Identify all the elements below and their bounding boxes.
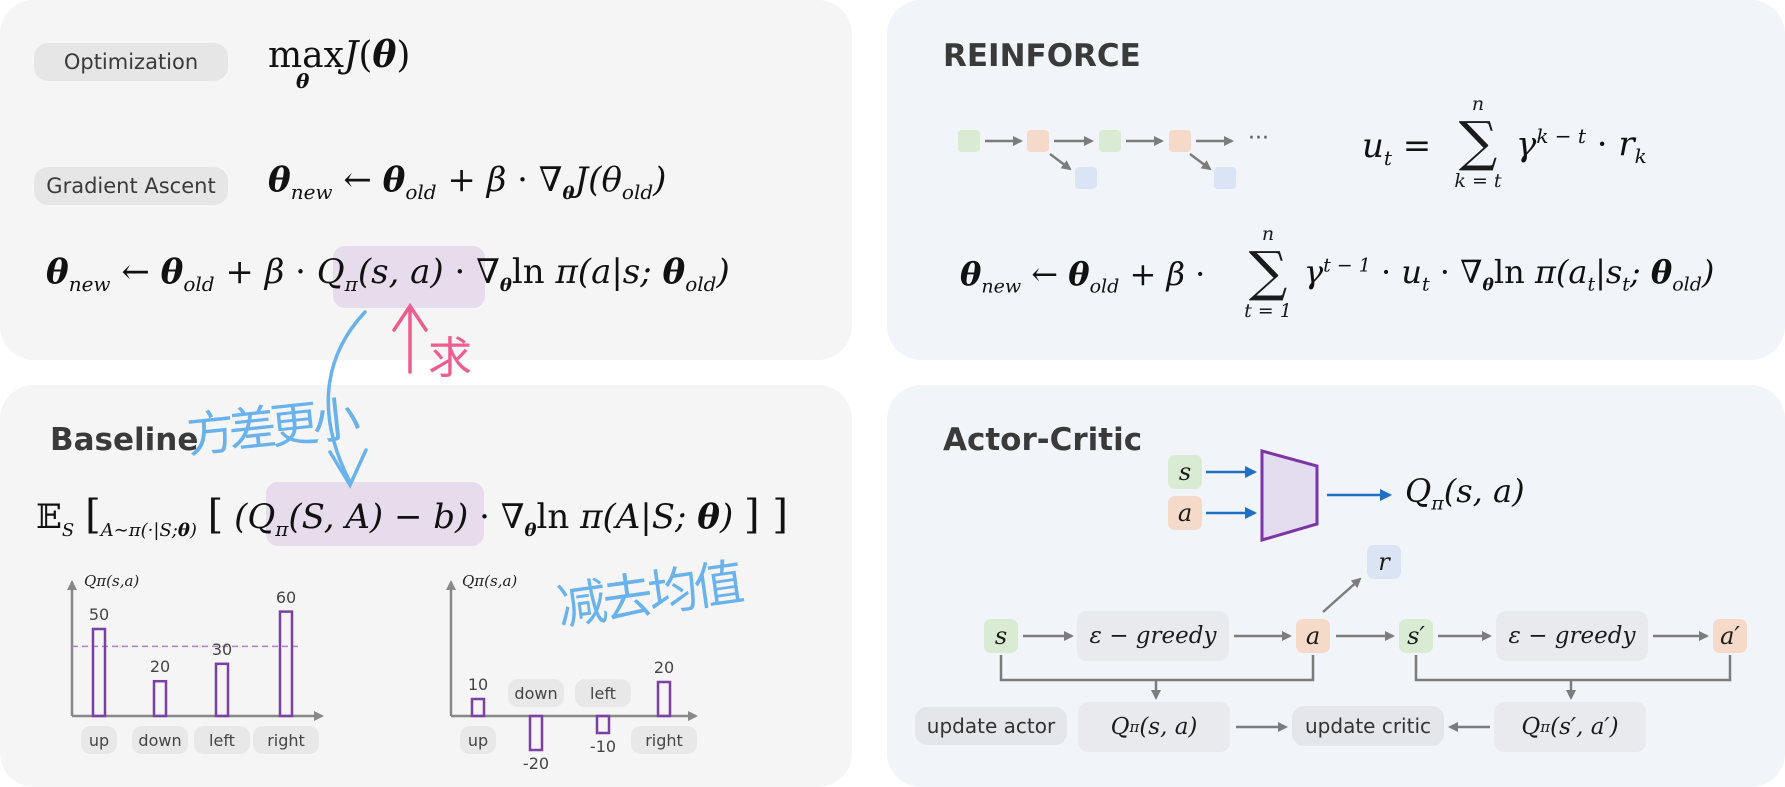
chart-right-tick-right: right (631, 726, 697, 754)
gradient-ascent-formula: θnew ← θold + β · ∇θJ(θold) (268, 160, 667, 204)
chart-right-bar-up (470, 697, 486, 718)
row-state: s (984, 619, 1018, 653)
chart-left-tick-up: up (81, 726, 117, 754)
chain-reward-2 (1214, 167, 1236, 189)
chart-left-bar-right (278, 610, 294, 718)
blue-curve-arrowhead (328, 448, 368, 489)
row-egreedy-1: ε − greedy (1077, 611, 1229, 661)
chart-left-value-up: 50 (88, 605, 110, 624)
gradient-ascent-label: Gradient Ascent (34, 167, 228, 205)
blue-curve-arrow (326, 310, 367, 484)
chain-action-2 (1169, 130, 1191, 152)
chart-right-tick-down: down (508, 679, 564, 707)
nn-input-a: a (1168, 496, 1202, 530)
return-term: γk − t · rk (1516, 124, 1647, 169)
actor-critic-arrows (999, 577, 1732, 732)
reinforce-panel (887, 0, 1785, 360)
actor-critic-title: Actor-Critic (943, 422, 1143, 458)
nn-network-shape (1260, 449, 1319, 542)
update-critic-label: update critic (1292, 706, 1444, 746)
chart-left (67, 580, 324, 721)
chart-left-tick-down: down (132, 726, 188, 754)
chart-right-ylabel: Qπ(s,a) (462, 572, 518, 590)
policy-update-formula: θnew ← θold + β · Qπ(s, a) · ∇θln π(a|s;… (46, 252, 730, 296)
reward-node: r (1367, 545, 1401, 579)
chart-left-ylabel: Qπ(s,a) (84, 572, 140, 590)
chart-left-value-right: 60 (275, 587, 297, 607)
chart-right-value-up: 10 (467, 675, 489, 694)
chart-right-value-left: -10 (589, 737, 617, 756)
optimization-label: Optimization (34, 43, 228, 81)
update-actor-label: update actor (915, 707, 1067, 745)
baseline-highlight (266, 482, 484, 546)
row-next-state: s′ (1399, 619, 1433, 653)
chain-action-1 (1027, 130, 1049, 152)
chart-left-tick-left: left (194, 726, 250, 754)
row-next-action: a′ (1713, 619, 1747, 653)
return-formula: ut = (1362, 126, 1432, 170)
reinforce-title: REINFORCE (943, 38, 1141, 74)
chain-reward-1 (1075, 167, 1097, 189)
chart-left-bar-down (152, 679, 168, 718)
pink-up-arrow (392, 302, 428, 374)
baseline-panel (0, 385, 852, 787)
row-action: a (1296, 619, 1330, 653)
chart-left-bar-up (91, 627, 107, 718)
chart-right-bar-down (528, 714, 544, 752)
nn-output: Qπ(s, a) (1405, 472, 1525, 515)
chart-right (446, 580, 698, 752)
reinforce-update-suffix: γt − 1 · ut · ∇θln π(at|st; θold) (1304, 253, 1715, 296)
chain-arrows (985, 136, 1234, 171)
seek-annotation: 求 (428, 333, 472, 384)
reinforce-update-prefix: θnew ← θold + β · (960, 255, 1206, 298)
baseline-formula: 𝔼S [A∼π(·|S;θ) [ (Qπ(S, A) − b) · ∇θln π… (36, 492, 788, 541)
return-sum: n ∑ k = t (1454, 93, 1502, 192)
reinforce-sum: n ∑ t = 1 (1244, 223, 1292, 322)
chart-left-value-left: 30 (211, 639, 233, 659)
chart-right-tick-left: left (575, 679, 631, 707)
chart-right-value-down: -20 (522, 754, 550, 773)
row-egreedy-2: ε − greedy (1496, 611, 1648, 661)
chart-right-value-right: 20 (653, 658, 675, 677)
baseline-title: Baseline (50, 422, 199, 458)
nn-input-s: s (1168, 455, 1202, 489)
chart-right-bar-left (595, 714, 611, 735)
chart-right-bar-right (656, 680, 672, 718)
q-term-highlight (333, 246, 485, 308)
chart-right-tick-up: up (460, 726, 496, 754)
chart-left-bar-left (214, 662, 230, 718)
chart-left-tick-right: right (253, 726, 319, 754)
chart-left-value-down: 20 (149, 657, 171, 677)
chain-ellipsis: ··· (1248, 126, 1269, 151)
chain-state-1 (958, 130, 980, 152)
chain-state-2 (1099, 130, 1121, 152)
